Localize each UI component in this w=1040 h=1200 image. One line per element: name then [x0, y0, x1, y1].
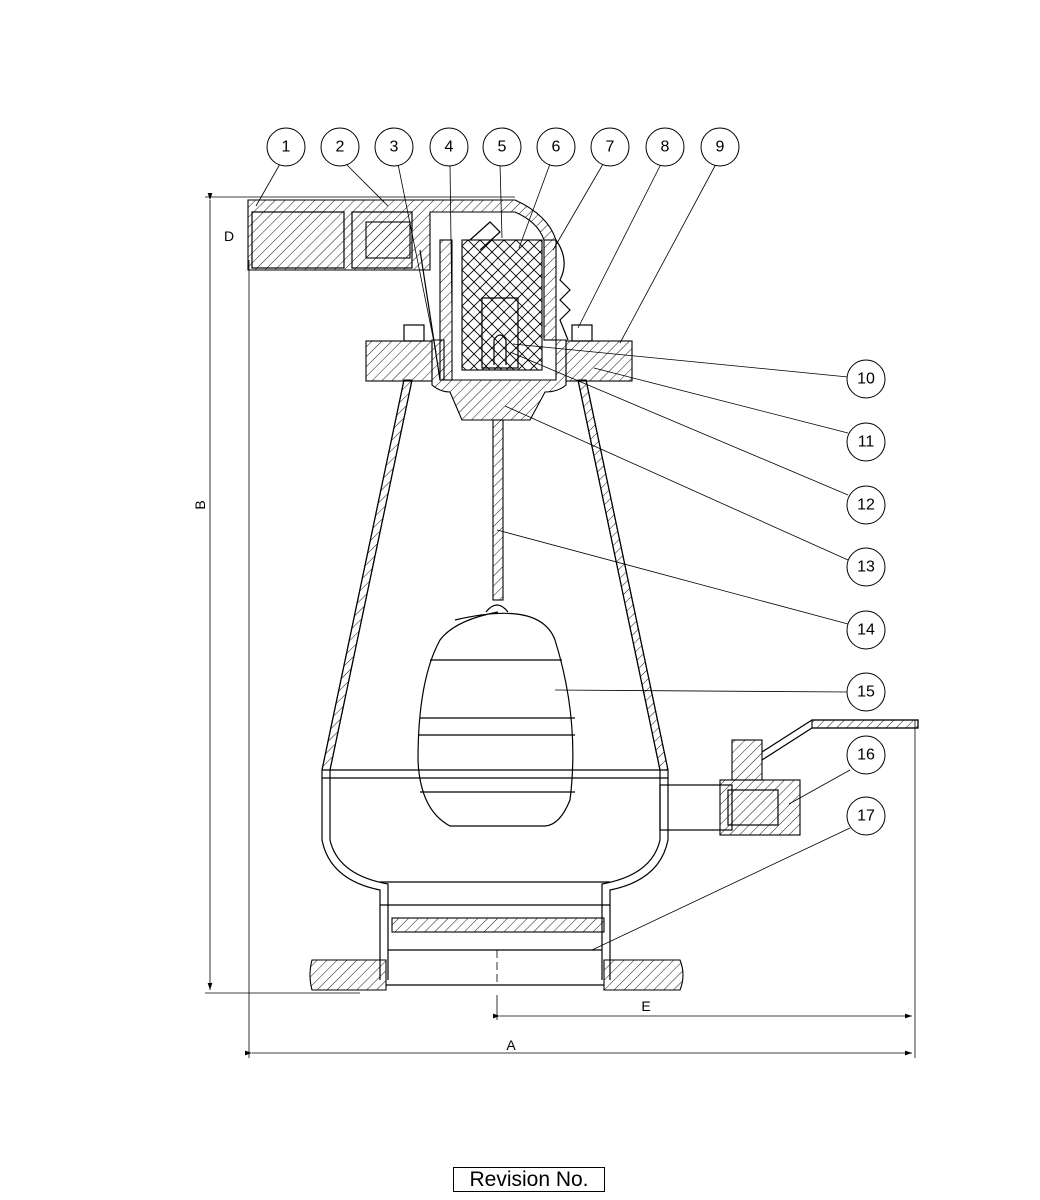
- valve-body: [309, 379, 684, 991]
- float-assembly: [417, 419, 575, 827]
- balloon-12: 12: [846, 485, 886, 525]
- svg-text:4: 4: [445, 139, 454, 156]
- dimension-label-e: E: [641, 998, 650, 1014]
- balloon-15: 15: [846, 672, 886, 712]
- svg-text:11: 11: [858, 434, 875, 451]
- balloon-9: 9: [700, 127, 740, 167]
- balloon-3: 3: [374, 127, 414, 167]
- balloon-13: 13: [846, 547, 886, 587]
- svg-text:3: 3: [390, 139, 399, 156]
- svg-text:2: 2: [336, 139, 345, 156]
- balloon-7: 7: [590, 127, 630, 167]
- svg-text:12: 12: [857, 497, 875, 514]
- balloon-8: 8: [645, 127, 685, 167]
- balloon-14: 14: [846, 610, 886, 650]
- svg-text:10: 10: [857, 371, 875, 388]
- svg-text:8: 8: [661, 139, 670, 156]
- revision-label: Revision No.: [453, 1167, 605, 1192]
- dimension-lines: [205, 192, 918, 1058]
- svg-text:6: 6: [552, 139, 561, 156]
- svg-text:13: 13: [857, 559, 875, 576]
- balloon-11: 11: [846, 422, 886, 462]
- svg-text:17: 17: [857, 808, 875, 825]
- balloon-6: 6: [536, 127, 576, 167]
- dimension-label-d: D: [224, 228, 234, 244]
- balloon-4: 4: [429, 127, 469, 167]
- balloon-10: 10: [846, 359, 886, 399]
- balloon-2: 2: [320, 127, 360, 167]
- svg-text:7: 7: [606, 139, 615, 156]
- svg-text:14: 14: [857, 622, 875, 639]
- dimension-label-b: B: [192, 500, 208, 509]
- dimension-label-a: A: [506, 1037, 516, 1053]
- balloon-1: 1: [266, 127, 306, 167]
- leader-lines: [255, 163, 851, 951]
- svg-text:15: 15: [857, 684, 875, 701]
- valve-head: [247, 199, 633, 421]
- svg-text:16: 16: [857, 747, 875, 764]
- balloon-17: 17: [846, 796, 886, 836]
- svg-text:9: 9: [716, 139, 725, 156]
- balloon-5: 5: [482, 127, 522, 167]
- svg-text:1: 1: [282, 139, 291, 156]
- ball-valve: [659, 719, 919, 836]
- svg-text:5: 5: [498, 139, 507, 156]
- balloon-16: 16: [846, 735, 886, 775]
